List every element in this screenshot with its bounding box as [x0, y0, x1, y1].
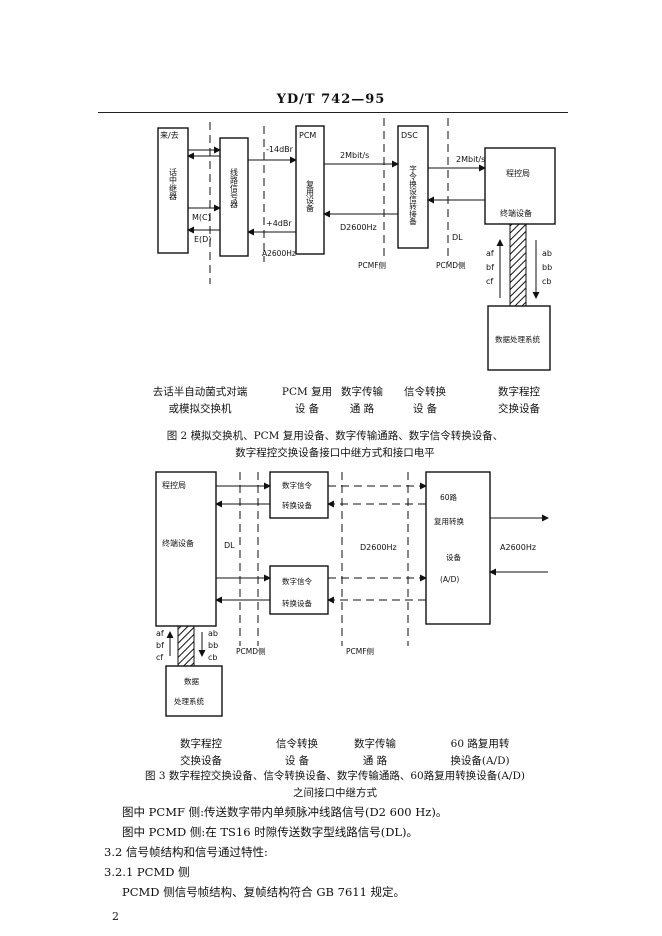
svg-text:M(C): M(C) — [192, 213, 211, 222]
svg-text:数据: 数据 — [184, 676, 199, 686]
fig2-trunk-box — [157, 127, 189, 254]
svg-text:A2600Hz: A2600Hz — [262, 249, 296, 258]
fig2-hatched-link — [509, 223, 527, 307]
svg-text:(A/D): (A/D) — [440, 575, 459, 584]
svg-text:转换设备: 转换设备 — [282, 598, 312, 608]
svg-text:复用转换: 复用转换 — [434, 516, 464, 526]
fig2-line-signal-box — [219, 137, 249, 257]
fig3-signal-box-bottom — [269, 565, 329, 615]
svg-text:PCMD侧: PCMD侧 — [236, 646, 266, 656]
svg-text:DL: DL — [224, 541, 235, 550]
paragraph: PCMD 侧信号帧结构、复帧结构符合 GB 7611 规定。 — [122, 885, 406, 899]
fig2-under-2: PCM 复用设 备 — [281, 386, 333, 415]
svg-text:PCMF侧: PCMF侧 — [358, 260, 386, 270]
svg-text:cf: cf — [156, 653, 163, 662]
note-pcmf: 图中 PCMF 侧:传送数字带内单频脉冲线路信号(D2 600 Hz)。 — [122, 805, 448, 819]
fig3-under-4: 60 路复用转换设备(A/D) — [450, 738, 510, 767]
svg-text:D2600Hz: D2600Hz — [340, 223, 377, 232]
svg-text:cb: cb — [208, 653, 217, 662]
fig3-under-1: 数字程控交换设备 — [180, 738, 222, 767]
svg-text:PCMD侧: PCMD侧 — [436, 260, 466, 270]
svg-text:PCMF侧: PCMF侧 — [346, 646, 374, 656]
fig2-pcm-label: PCM — [299, 131, 316, 140]
fig3-under-3: 数字传输通 路 — [354, 738, 396, 767]
fig2-under-4: 信令转换设 备 — [404, 386, 446, 415]
svg-text:ab: ab — [208, 629, 218, 638]
page-number: 2 — [112, 910, 119, 923]
svg-text:bb: bb — [542, 263, 552, 272]
svg-text:数字信令: 数字信令 — [282, 480, 312, 490]
svg-text:bf: bf — [156, 641, 164, 650]
fig3-exchange-box — [155, 471, 217, 627]
fig3-hatched-link — [177, 625, 195, 667]
fig2-exchange-line1: 程控局 — [506, 168, 530, 178]
fig2-pcm-box — [295, 125, 325, 255]
svg-text:bb: bb — [208, 641, 218, 650]
svg-text:af: af — [486, 249, 494, 258]
fig3-mux-box — [425, 471, 491, 625]
note-pcmd: 图中 PCMD 侧:在 TS16 时隙传送数字型线路信号(DL)。 — [122, 825, 419, 839]
fig2-under-3: 数字传输通 路 — [341, 386, 383, 415]
fig2-trunk-text: 话中继器 — [169, 167, 178, 201]
fig2-trunk-label: 来/去 — [160, 130, 179, 140]
svg-text:D2600Hz: D2600Hz — [360, 543, 397, 552]
svg-text:+4dBr: +4dBr — [266, 219, 292, 228]
fig2-data-box — [487, 305, 551, 371]
svg-text:cb: cb — [542, 277, 551, 286]
svg-text:处理系统: 处理系统 — [174, 696, 204, 706]
svg-text:af: af — [156, 629, 164, 638]
figure-3-diagram: 程控局 终端设备 数字信令 转换设备 数字信令 转换设备 60路 复用转换 设备… — [155, 471, 549, 717]
fig2-line-signal-text: 线路信号器 — [230, 167, 239, 209]
fig3-data-box — [165, 665, 223, 717]
svg-text:E(D): E(D) — [194, 235, 211, 244]
svg-text:2Mbit/s: 2Mbit/s — [456, 155, 485, 164]
svg-text:终端设备: 终端设备 — [162, 538, 194, 548]
fig2-dsc-label: DSC — [401, 131, 418, 140]
section-3-2: 3.2 信号帧结构和信号通过特性: — [104, 845, 268, 859]
document-header: YD/T 742—95 — [276, 92, 386, 107]
fig2-caption: 图 2 模拟交换机、PCM 复用设备、数字传输通路、数字信令转换设备、数字程控交… — [166, 430, 504, 459]
fig2-pcm-text: 复用设备 — [306, 179, 315, 213]
fig2-dsc-text: 字令换设信转接备 — [408, 164, 417, 227]
svg-text:2Mbit/s: 2Mbit/s — [340, 151, 369, 160]
svg-text:ab: ab — [542, 249, 552, 258]
svg-text:设备: 设备 — [446, 552, 461, 562]
fig2-under-1: 去话半自动菌式对端或模拟交换机 — [152, 386, 248, 415]
svg-text:cf: cf — [486, 277, 493, 286]
svg-text:60路: 60路 — [440, 492, 458, 502]
svg-text:-14dBr: -14dBr — [266, 145, 294, 154]
svg-text:程控局: 程控局 — [162, 480, 186, 490]
fig2-exchange-line2: 终端设备 — [500, 208, 532, 218]
svg-text:转换设备: 转换设备 — [282, 500, 312, 510]
svg-text:A2600Hz: A2600Hz — [500, 543, 536, 552]
fig2-under-5: 数字程控交换设备 — [498, 386, 540, 415]
svg-text:DL: DL — [452, 233, 463, 242]
fig3-under-2: 信令转换设 备 — [276, 738, 318, 767]
section-3-2-1: 3.2.1 PCMD 侧 — [104, 865, 190, 879]
svg-text:bf: bf — [486, 263, 494, 272]
svg-text:数字信令: 数字信令 — [282, 576, 312, 586]
fig2-dsc-box — [397, 125, 429, 249]
fig3-caption: 图 3 数字程控交换设备、信令转换设备、数字传输通路、60路复用转换设备(A/D… — [145, 770, 525, 799]
header-rule — [98, 112, 568, 113]
fig3-signal-box-top — [269, 471, 329, 519]
figure-2-diagram: 来/去 话中继器 线路信号器 PCM 复用设备 DSC 字令换设信转接备 程控局… — [157, 118, 556, 371]
fig2-data-text: 数据处理系统 — [495, 334, 540, 344]
